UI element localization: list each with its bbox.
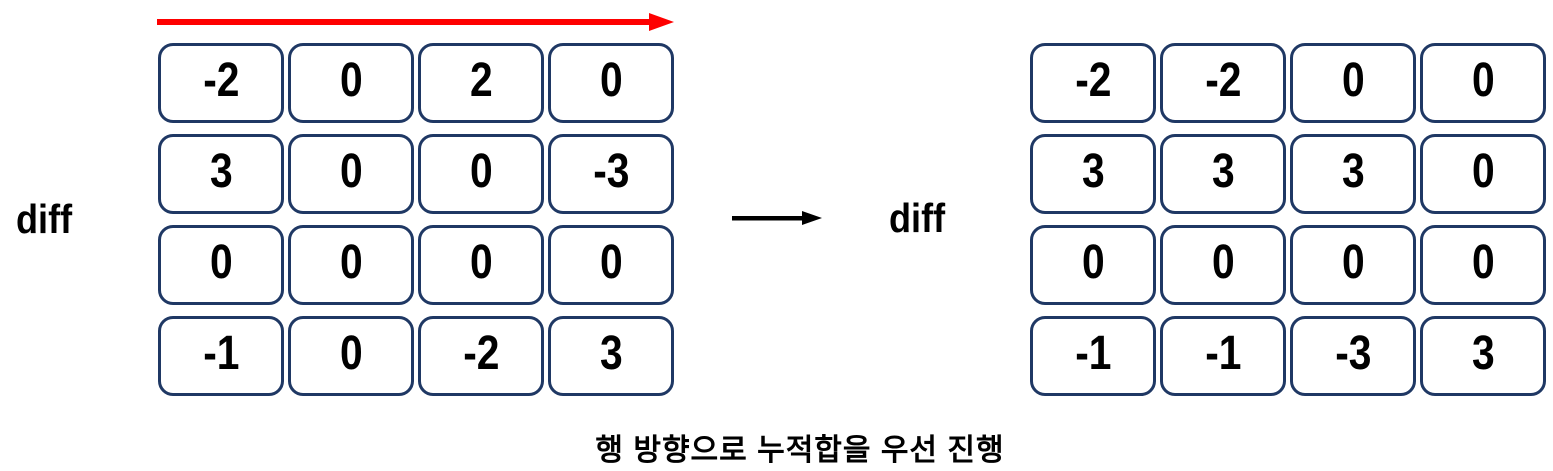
grid-cell-value: 0: [1471, 236, 1495, 289]
grid-cell-r0c3: 0: [548, 43, 674, 123]
grid-cell-value: -2: [202, 54, 240, 107]
grid-cell-r1c3: 0: [1420, 134, 1546, 214]
grid-cell-value: 3: [209, 145, 233, 198]
grid-cell-value: 0: [1341, 54, 1365, 107]
grid-cell-value: 3: [599, 327, 623, 380]
grid-cell-value: 0: [209, 236, 233, 289]
grid-cell-r2c2: 0: [418, 225, 544, 305]
grid-cell-value: 0: [1341, 236, 1365, 289]
grid-cell-r2c0: 0: [1030, 225, 1156, 305]
grid-cell-value: 3: [1211, 145, 1235, 198]
grid-cell-r3c0: -1: [1030, 316, 1156, 396]
grid-cell-r1c1: 0: [288, 134, 414, 214]
grid-cell-value: -2: [1204, 54, 1242, 107]
grid-cell-value: 3: [1471, 327, 1495, 380]
grid-cell-value: 0: [339, 145, 363, 198]
right-diff-label: diff: [889, 195, 946, 241]
result-prefix-sum-grid: -2 -2 0 0 3 3 3 0 0 0 0 0 -1 -1 -3 3: [1030, 43, 1546, 396]
grid-cell-r2c1: 0: [288, 225, 414, 305]
grid-cell-r1c2: 3: [1290, 134, 1416, 214]
grid-cell-r3c3: 3: [548, 316, 674, 396]
grid-cell-r0c2: 2: [418, 43, 544, 123]
grid-cell-value: -3: [592, 145, 630, 198]
grid-cell-r3c2: -2: [418, 316, 544, 396]
grid-cell-r2c3: 0: [1420, 225, 1546, 305]
grid-cell-value: 2: [469, 54, 493, 107]
grid-cell-r0c0: -2: [158, 43, 284, 123]
grid-cell-value: 0: [1471, 145, 1495, 198]
grid-cell-r0c3: 0: [1420, 43, 1546, 123]
grid-cell-r3c0: -1: [158, 316, 284, 396]
grid-cell-r1c3: -3: [548, 134, 674, 214]
grid-cell-value: 0: [339, 327, 363, 380]
grid-cell-r3c2: -3: [1290, 316, 1416, 396]
grid-cell-r2c0: 0: [158, 225, 284, 305]
grid-cell-value: -2: [462, 327, 500, 380]
grid-cell-r2c2: 0: [1290, 225, 1416, 305]
grid-cell-value: 0: [339, 54, 363, 107]
grid-cell-r3c3: 3: [1420, 316, 1546, 396]
grid-cell-value: 0: [469, 145, 493, 198]
grid-cell-r0c2: 0: [1290, 43, 1416, 123]
grid-cell-r1c0: 3: [158, 134, 284, 214]
grid-cell-value: 0: [599, 236, 623, 289]
left-diff-grid: -2 0 2 0 3 0 0 -3 0 0 0 0 -1 0 -2 3: [158, 43, 674, 396]
grid-cell-value: 0: [1471, 54, 1495, 107]
grid-cell-value: 0: [1081, 236, 1105, 289]
grid-cell-value: -2: [1074, 54, 1112, 107]
row-direction-arrow-icon: [157, 13, 674, 31]
grid-cell-r3c1: -1: [1160, 316, 1286, 396]
grid-cell-r0c1: 0: [288, 43, 414, 123]
grid-cell-value: 3: [1081, 145, 1105, 198]
grid-cell-r2c1: 0: [1160, 225, 1286, 305]
grid-cell-r1c1: 3: [1160, 134, 1286, 214]
grid-cell-value: 3: [1341, 145, 1365, 198]
transform-arrow-icon: [732, 211, 822, 225]
grid-cell-value: -1: [1204, 327, 1242, 380]
grid-cell-r2c3: 0: [548, 225, 674, 305]
grid-cell-value: 0: [599, 54, 623, 107]
grid-cell-r0c1: -2: [1160, 43, 1286, 123]
grid-cell-value: 0: [1211, 236, 1235, 289]
left-diff-label: diff: [16, 196, 73, 242]
grid-cell-value: 0: [339, 236, 363, 289]
grid-cell-value: -3: [1334, 327, 1372, 380]
grid-cell-value: -1: [1074, 327, 1112, 380]
grid-cell-r1c0: 3: [1030, 134, 1156, 214]
grid-cell-value: -1: [202, 327, 240, 380]
grid-cell-r3c1: 0: [288, 316, 414, 396]
caption-text: 행 방향으로 누적합을 우선 진행: [595, 434, 1005, 467]
grid-cell-r1c2: 0: [418, 134, 544, 214]
grid-cell-value: 0: [469, 236, 493, 289]
grid-cell-r0c0: -2: [1030, 43, 1156, 123]
